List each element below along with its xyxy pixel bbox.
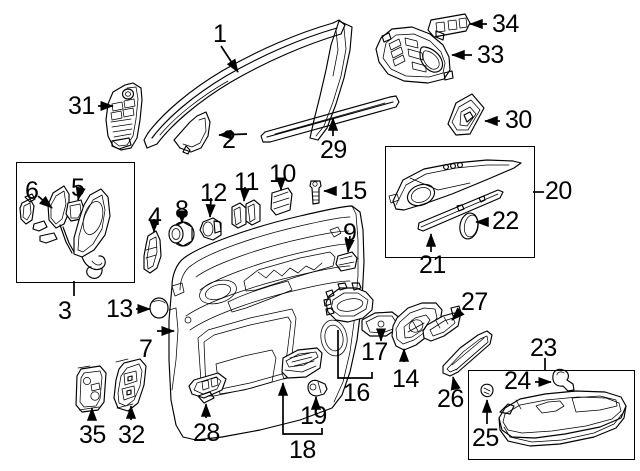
part-23-armrest-group: [480, 368, 627, 447]
callout-label-12: 12: [200, 179, 227, 207]
group-box-upper-trim: [385, 146, 535, 258]
part-35-memory-preset-switch: [75, 365, 107, 413]
callout-label-5: 5: [71, 174, 85, 202]
callout-label-34: 34: [492, 10, 519, 38]
callout-label-1: 1: [213, 20, 227, 48]
callout-label-29: 29: [320, 136, 347, 164]
callout-label-20: 20: [545, 177, 572, 205]
callout-label-7: 7: [139, 335, 153, 363]
part-31-master-window-switch: [105, 82, 143, 151]
callout-label-35: 35: [79, 421, 106, 449]
callout-label-10: 10: [269, 160, 296, 188]
callout-label-32: 32: [118, 421, 145, 449]
part-32-seat-memory-switch: [113, 358, 147, 412]
callout-label-23: 23: [530, 334, 557, 362]
callout-label-9: 9: [343, 219, 357, 247]
leader-lines: [37, 18, 552, 435]
part-15-screw-stud: [309, 180, 322, 205]
callout-label-28: 28: [193, 419, 220, 447]
callout-label-17: 17: [361, 338, 388, 366]
callout-label-8: 8: [175, 196, 189, 224]
part-26-armrest-insert-strip: [442, 330, 493, 377]
part-30-single-rocker-switch: [447, 93, 485, 136]
part-2-corner-trim-cover: [173, 111, 211, 155]
part-28-small-switch-bezel: [188, 372, 227, 404]
callout-label-16: 16: [343, 379, 370, 407]
callout-label-18: 18: [289, 436, 316, 464]
part-3-mirror-assembly-group: [19, 185, 111, 279]
callout-label-21: 21: [419, 251, 446, 279]
group-box-mirror-assembly: [16, 162, 135, 283]
part-19-lamp-bulb: [307, 379, 328, 397]
callout-label-3: 3: [58, 297, 72, 325]
callout-label-2: 2: [222, 126, 236, 154]
callout-label-15: 15: [340, 177, 367, 205]
callout-label-6: 6: [25, 177, 39, 205]
part-17-handle-trim-insert: [323, 282, 401, 337]
callout-label-14: 14: [392, 365, 419, 393]
part-9-clip-retainer: [335, 251, 358, 272]
callout-label-19: 19: [300, 402, 327, 430]
part-34-three-button-switch: [427, 13, 471, 38]
part-10-bracket-clip: [270, 187, 293, 216]
callout-label-33: 33: [477, 41, 504, 69]
part-12-rotary-knob: [199, 217, 222, 241]
part-1-door-frame-weatherstrip: [143, 19, 353, 149]
part-7-door-trim-panel: [168, 205, 365, 441]
callout-label-30: 30: [505, 106, 532, 134]
part-18-armrest-switch-group: [281, 347, 328, 397]
callout-label-26: 26: [437, 385, 464, 413]
part-4-retainer-bracket: [143, 230, 162, 274]
callout-label-24: 24: [504, 367, 531, 395]
group-box-armrest: [468, 370, 635, 460]
callout-label-25: 25: [472, 424, 499, 452]
callout-label-31: 31: [68, 92, 95, 120]
part-8-speaker-tweeter: [168, 221, 195, 247]
callout-label-22: 22: [492, 207, 519, 235]
callout-label-13: 13: [106, 295, 133, 323]
callout-label-4: 4: [148, 203, 162, 231]
part-13-plug-cap: [149, 297, 169, 319]
callout-label-27: 27: [461, 288, 488, 316]
part-20-upper-trim-group: [388, 159, 522, 240]
part-11-double-clip: [231, 199, 261, 229]
callout-label-11: 11: [234, 168, 259, 196]
part-33-seat-adjust-switch: [375, 26, 454, 84]
